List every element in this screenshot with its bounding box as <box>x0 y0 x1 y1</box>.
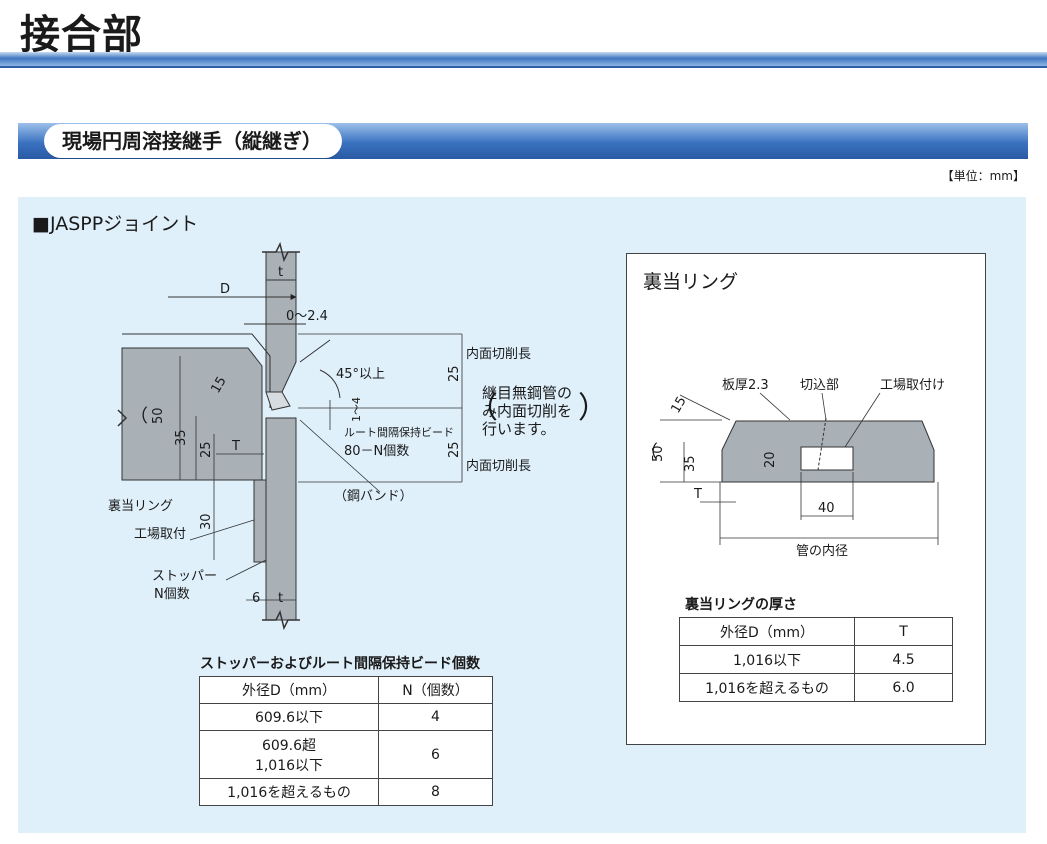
joint-heading: ■JASPPジョイント <box>32 213 199 235</box>
ring-dim-35: 35 <box>683 455 698 472</box>
dim-25-upper: 25 <box>447 365 462 382</box>
ring-dim-20: 20 <box>763 451 778 468</box>
ring-title: 裏当リング <box>643 271 739 293</box>
label-6: 6 <box>252 591 260 606</box>
note-line2: み内面切削を <box>482 402 572 420</box>
lower-break-mark <box>262 609 300 631</box>
section-title: 現場円周溶接継手（縦継ぎ） <box>44 124 342 158</box>
steel-band <box>253 479 267 563</box>
table-cell-line: 1,016以下 <box>254 757 324 774</box>
table-cell: 4.5 <box>854 645 953 674</box>
table-cell: 1,016を超えるもの <box>199 778 379 806</box>
label-paren-50: （ <box>130 406 148 427</box>
ring-label-T: T <box>693 487 702 502</box>
table-row: 1,016以下 4.5 <box>679 645 953 674</box>
ring-label-plate: 板厚2.3 <box>722 378 769 393</box>
ring-cut-slot <box>800 446 854 471</box>
label-D: D <box>220 282 230 297</box>
label-note-close: ） <box>578 391 608 426</box>
label-backing-ring: 裏当リング <box>108 499 173 514</box>
dim-25-lower: 25 <box>447 441 462 458</box>
label-cut-top: 内面切削長 <box>466 346 531 362</box>
table-header: 外径D（mm） <box>679 617 855 646</box>
ring-dim-15: 15 <box>668 394 689 416</box>
label-note-open: （ <box>468 391 498 426</box>
stopper-table-caption: ストッパーおよびルート間隔保持ビード個数 <box>200 656 480 672</box>
table-cell: 609.6超 1,016以下 <box>199 730 379 779</box>
table-cell: 8 <box>378 778 493 806</box>
table-cell: 609.6以下 <box>199 703 379 731</box>
table-cell: 6.0 <box>854 673 953 702</box>
ring-label-inner: 管の内径 <box>796 543 848 559</box>
label-t-top: t <box>278 265 283 280</box>
label-stopper: ストッパー <box>152 569 217 584</box>
label-bead-count: 80－N個数 <box>344 444 409 459</box>
ring-label-cut: 切込部 <box>800 378 839 393</box>
label-n-count: N個数 <box>154 587 190 602</box>
upper-break-mark <box>262 241 300 263</box>
table-cell: 6 <box>378 730 493 779</box>
ring-dim-40: 40 <box>818 501 835 516</box>
table-header: N（個数） <box>378 676 493 704</box>
stopper-table: 外径D（mm） N（個数） 609.6以下 4 609.6超 1,016以下 6… <box>199 676 493 806</box>
title-rule <box>0 52 1047 66</box>
table-header: T <box>854 617 953 646</box>
note-line3: 行います。 <box>482 420 556 438</box>
dim-35: 35 <box>174 429 189 446</box>
dim-25-left: 25 <box>199 441 214 458</box>
label-cut-bottom: 内面切削長 <box>466 458 531 474</box>
label-angle: 45°以上 <box>336 367 385 382</box>
table-header: 外径D（mm） <box>199 676 379 704</box>
table-row: 609.6超 1,016以下 6 <box>199 730 493 779</box>
title-rule-line <box>0 66 1047 68</box>
table-cell-line: 609.6超 <box>261 737 317 754</box>
table-row: 1,016を超えるもの 6.0 <box>679 673 953 702</box>
ring-dim-50: 50 <box>651 445 666 462</box>
note-line1: 継目無鋼管の <box>482 384 572 402</box>
table-row: 1,016を超えるもの 8 <box>199 778 493 806</box>
label-gap: 0〜2.4 <box>286 309 328 324</box>
thickness-table-caption: 裏当リングの厚さ <box>685 597 797 613</box>
label-steel-band: （鋼バンド） <box>334 489 413 504</box>
label-shop-fit: 工場取付 <box>134 527 186 542</box>
backing-ring-body <box>121 347 263 481</box>
label-T: T <box>231 439 240 454</box>
table-cell: 1,016を超えるもの <box>679 673 855 702</box>
ring-label-shop: 工場取付け <box>880 378 945 393</box>
ring-paren: （ <box>640 442 658 463</box>
table-cell: 1,016以下 <box>679 645 855 674</box>
dim-1-4: 1〜4 <box>350 397 363 422</box>
dim-15: 15 <box>208 374 229 396</box>
lower-pipe-wall <box>265 417 297 621</box>
unit-note: 【単位：mm】 <box>941 169 1025 183</box>
table-row: 609.6以下 4 <box>199 703 493 731</box>
page-title: 接合部 <box>20 12 143 58</box>
dim-30: 30 <box>199 513 214 530</box>
label-bead: ルート間隔保持ビード <box>344 425 454 439</box>
dim-50: 50 <box>151 407 166 424</box>
table-cell: 4 <box>378 703 493 731</box>
thickness-table: 外径D（mm） T 1,016以下 4.5 1,016を超えるもの 6.0 <box>679 617 953 702</box>
label-t-bottom: t <box>278 591 283 606</box>
